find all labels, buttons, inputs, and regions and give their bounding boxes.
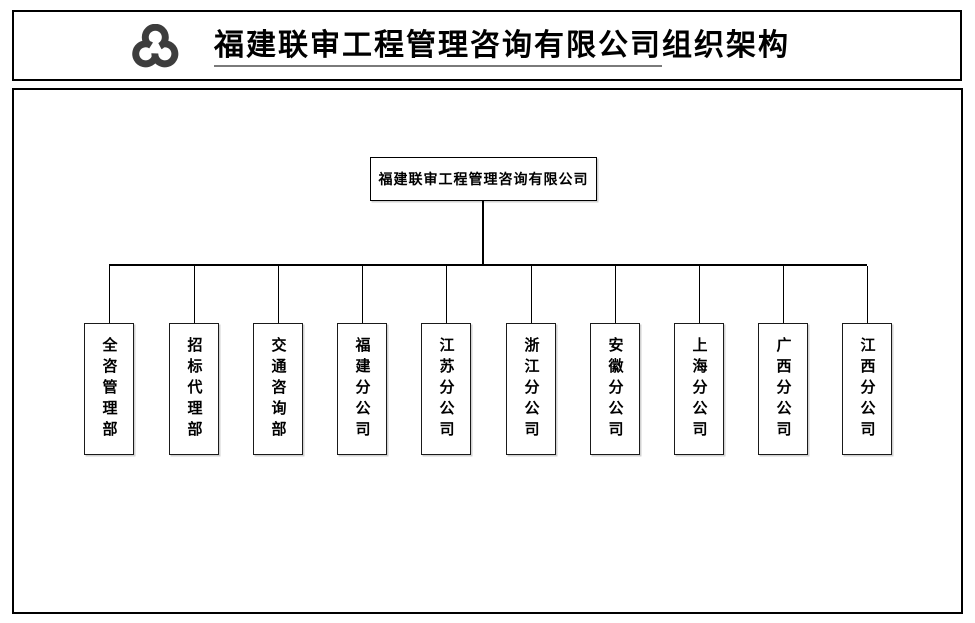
org-node-label: 上海分公司 [690, 336, 708, 442]
org-node-zhejiang-branch: 浙江分公司 [506, 323, 556, 455]
connector-drop [615, 266, 616, 323]
header: 福建联审工程管理咨询有限公司组织架构 [12, 10, 962, 81]
org-root-label: 福建联审工程管理咨询有限公司 [378, 171, 589, 187]
org-node-label: 江西分公司 [858, 336, 876, 442]
org-node-bidding-agency-dept: 招标代理部 [169, 323, 219, 455]
org-node-traffic-consulting-dept: 交通咨询部 [253, 323, 303, 455]
org-node-label: 交通咨询部 [269, 336, 287, 442]
org-node-label: 福建分公司 [353, 336, 371, 442]
org-node-label: 江苏分公司 [437, 336, 455, 442]
connector-drop [446, 266, 447, 323]
org-node-label: 全咨管理部 [100, 336, 118, 442]
connector-drop [867, 266, 868, 323]
connector-drop [783, 266, 784, 323]
org-node-fujian-branch: 福建分公司 [337, 323, 387, 455]
connector-drop [699, 266, 700, 323]
org-node-label: 浙江分公司 [522, 336, 540, 442]
title-suffix: 组织架构 [662, 28, 790, 62]
title-company-name: 福建联审工程管理咨询有限公司 [214, 28, 662, 67]
org-root-node: 福建联审工程管理咨询有限公司 [370, 157, 597, 201]
connector-bus [109, 264, 867, 266]
company-logo-icon [132, 23, 179, 71]
connector-drop [194, 266, 195, 323]
connector-drop [362, 266, 363, 323]
org-node-label: 招标代理部 [185, 336, 203, 442]
org-chart-canvas: 福建联审工程管理咨询有限公司 全咨管理部 招标代理部 交通咨询部 福建分公司 江… [12, 88, 963, 614]
connector-drop [531, 266, 532, 323]
org-node-anhui-branch: 安徽分公司 [590, 323, 640, 455]
org-node-quanzi-management-dept: 全咨管理部 [84, 323, 134, 455]
org-node-jiangsu-branch: 江苏分公司 [421, 323, 471, 455]
org-node-label: 广西分公司 [774, 336, 792, 442]
connector-drop [109, 266, 110, 323]
connector-drop [278, 266, 279, 323]
org-node-guangxi-branch: 广西分公司 [758, 323, 808, 455]
connector-stem [482, 201, 484, 264]
org-node-label: 安徽分公司 [606, 336, 624, 442]
page-title: 福建联审工程管理咨询有限公司组织架构 [214, 28, 790, 67]
org-node-shanghai-branch: 上海分公司 [674, 323, 724, 455]
org-node-jiangxi-branch: 江西分公司 [842, 323, 892, 455]
